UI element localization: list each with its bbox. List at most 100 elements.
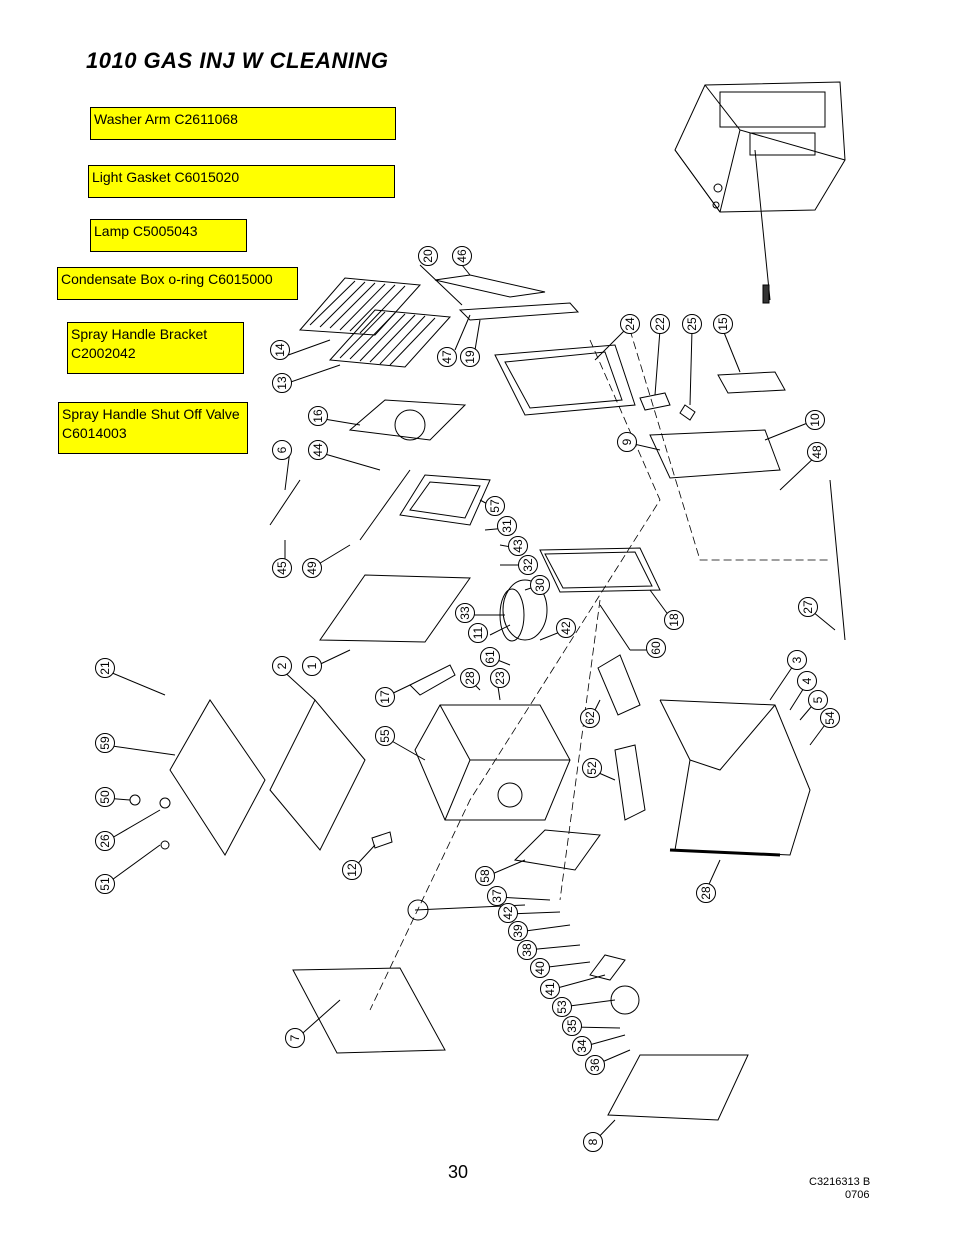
- part-callout-7: 7: [285, 1028, 305, 1048]
- part-number-label: 42: [559, 621, 573, 635]
- part-callout-circle: [807, 442, 827, 462]
- part-callout-circle: [646, 638, 666, 658]
- part-number-label: 57: [488, 499, 502, 513]
- part-callout-10: 10: [805, 410, 825, 430]
- part-number-label: 17: [378, 690, 392, 704]
- callout-text: Light Gasket C6015020: [92, 169, 240, 185]
- part-callout-circle: [797, 671, 817, 691]
- part-callout-60: 60: [646, 638, 666, 658]
- part-number-label: 32: [521, 558, 535, 572]
- part-number-label: 38: [520, 943, 534, 957]
- part-number-label: 27: [801, 600, 815, 614]
- part-callout-51: 51: [95, 874, 115, 894]
- part-callout-circle: [302, 558, 322, 578]
- part-number-label: 62: [583, 711, 597, 725]
- callout-text: Condensate Box o-ring C6015000: [61, 271, 273, 287]
- part-callout-circle: [580, 708, 600, 728]
- part-number-label: 8: [586, 1138, 600, 1145]
- part-callout-21: 21: [95, 658, 115, 678]
- part-callout-circle: [617, 432, 637, 452]
- part-number-label: 18: [667, 613, 681, 627]
- part-number-label: 1: [305, 662, 319, 669]
- callout-spray-handle-shutoff-valve: Spray Handle Shut Off Valve C6014003: [58, 402, 248, 454]
- part-callout-42: 42: [556, 618, 576, 638]
- part-number-label: 2: [275, 662, 289, 669]
- part-callout-37: 37: [487, 886, 507, 906]
- part-number-label: 58: [478, 869, 492, 883]
- part-callout-55: 55: [375, 726, 395, 746]
- part-callout-61: 61: [480, 647, 500, 667]
- part-callout-36: 36: [585, 1055, 605, 1075]
- part-number-label: 47: [440, 350, 454, 364]
- part-callout-25: 25: [682, 314, 702, 334]
- part-callout-4: 4: [797, 671, 817, 691]
- part-callout-1: 1: [302, 656, 322, 676]
- part-callout-circle: [805, 410, 825, 430]
- part-callout-circle: [820, 708, 840, 728]
- part-callout-18: 18: [664, 610, 684, 630]
- part-callout-circle: [487, 886, 507, 906]
- part-number-label: 52: [585, 761, 599, 775]
- part-number-label: 42: [501, 906, 515, 920]
- callout-text: Washer Arm C2611068: [94, 111, 238, 127]
- doc-code-text: C3216313 B: [809, 1176, 871, 1188]
- callout-spray-handle-bracket: Spray Handle Bracket C2002042: [67, 322, 244, 374]
- shelf-racks-drawing: [298, 277, 452, 368]
- part-callout-circle: [418, 246, 438, 266]
- callout-condensate-box-oring: Condensate Box o-ring C6015000: [57, 267, 298, 300]
- part-callout-32: 32: [518, 555, 538, 575]
- part-number-label: 41: [543, 982, 557, 996]
- part-callout-circle: [475, 866, 495, 886]
- part-callout-circle: [490, 668, 510, 688]
- part-callout-circle: [556, 618, 576, 638]
- part-callout-circle: [508, 536, 528, 556]
- part-number-label: 48: [810, 445, 824, 459]
- part-number-label: 28: [699, 886, 713, 900]
- part-callout-circle: [468, 623, 488, 643]
- callout-text: Spray Handle Bracket: [71, 326, 208, 342]
- part-number-label: 35: [565, 1019, 579, 1033]
- part-callout-28: 28: [460, 668, 480, 688]
- part-callout-circle: [583, 1132, 603, 1152]
- part-number-label: 21: [98, 661, 112, 675]
- page-number: 30: [448, 1162, 469, 1182]
- part-callout-circle: [498, 903, 518, 923]
- part-number-label: 51: [98, 877, 112, 891]
- part-callout-circle: [285, 1028, 305, 1048]
- part-number-label: 50: [98, 790, 112, 804]
- part-callout-44: 44: [308, 440, 328, 460]
- part-number-label: 13: [275, 376, 289, 390]
- part-callout-circle: [95, 733, 115, 753]
- part-number-label: 31: [500, 519, 514, 533]
- part-number-label: 20: [421, 249, 435, 263]
- callout-text: C2002042: [71, 345, 136, 361]
- part-callout-57: 57: [485, 496, 505, 516]
- part-callout-34: 34: [572, 1036, 592, 1056]
- part-number-label: 23: [493, 671, 507, 685]
- part-number-label: 43: [511, 539, 525, 553]
- part-number-label: 7: [288, 1034, 302, 1041]
- part-number-label: 3: [790, 656, 804, 663]
- part-number-label: 33: [458, 606, 472, 620]
- part-callout-12: 12: [342, 860, 362, 880]
- part-number-label: 37: [490, 889, 504, 903]
- part-callout-circle: [485, 496, 505, 516]
- part-callout-14: 14: [270, 340, 290, 360]
- part-callout-24: 24: [620, 314, 640, 334]
- part-callout-62: 62: [580, 708, 600, 728]
- part-callout-26: 26: [95, 831, 115, 851]
- part-callout-circle: [272, 440, 292, 460]
- part-number-label: 45: [275, 561, 289, 575]
- part-callout-circle: [375, 726, 395, 746]
- part-number-label: 60: [649, 641, 663, 655]
- part-callout-3: 3: [787, 650, 807, 670]
- part-number-label: 30: [533, 578, 547, 592]
- part-number-label: 34: [575, 1039, 589, 1053]
- part-callout-circle: [302, 656, 322, 676]
- part-callout-33: 33: [455, 603, 475, 623]
- part-callout-2: 2: [272, 656, 292, 676]
- part-callout-53: 53: [552, 997, 572, 1017]
- part-callout-circle: [582, 758, 602, 778]
- callout-text: Spray Handle Shut Off Valve: [62, 406, 240, 422]
- part-number-label: 61: [483, 650, 497, 664]
